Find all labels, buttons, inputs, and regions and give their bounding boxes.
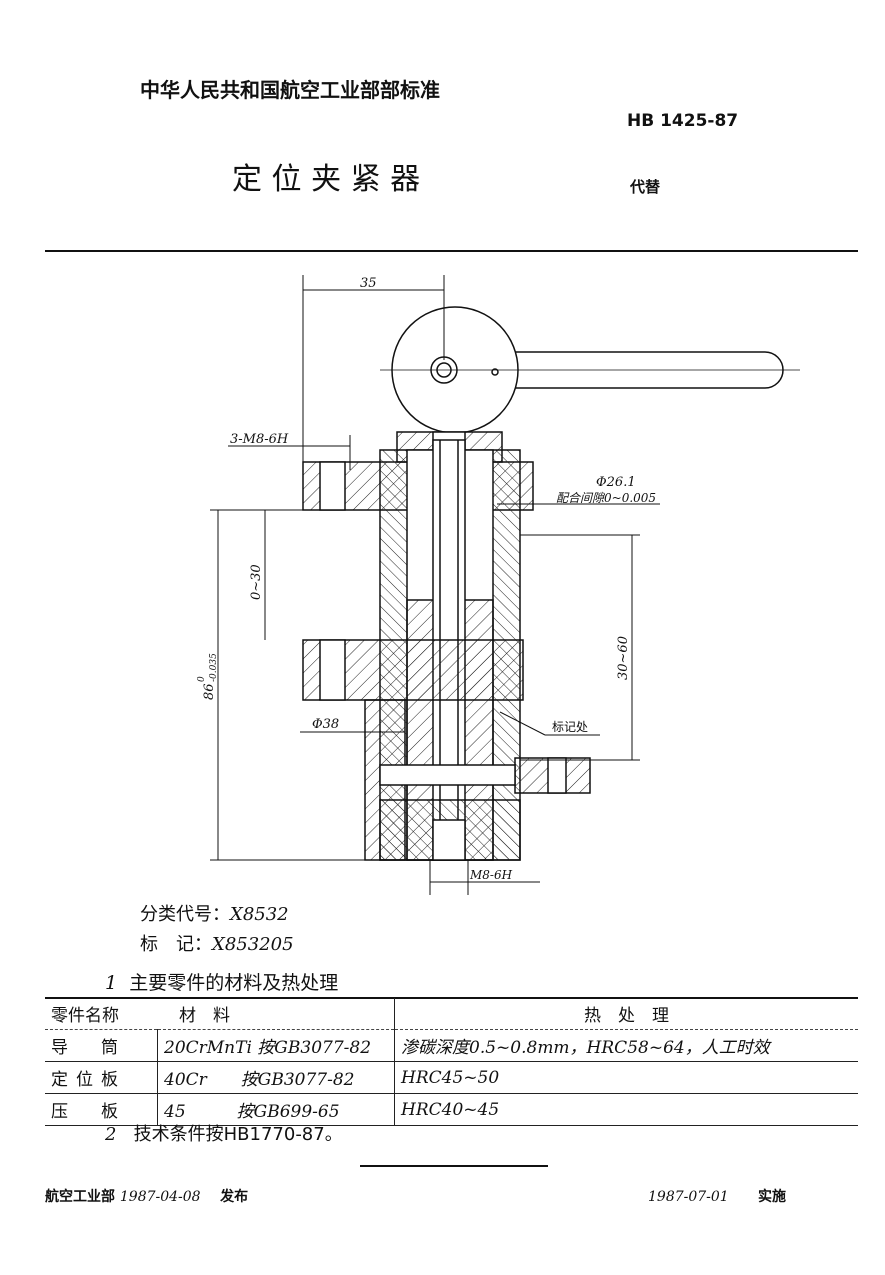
footer-issue: 航空工业部 1987-04-08 发布 [45,1186,248,1206]
code-label: 分类代号： [140,904,230,925]
part-name: 导 筒 [45,1029,158,1062]
effective-word: 实施 [757,1189,786,1205]
section-2-text: 技术条件按HB1770-87。 [133,1124,343,1145]
standard-number: HB 1425-87 [627,111,739,131]
treatment: HRC45~50 [394,1061,858,1094]
section-1-heading: 1 主要零件的材料及热处理 [105,968,338,995]
section-2: 2 技术条件按HB1770-87。 [105,1120,343,1146]
dim-86-label: 86 [202,683,217,700]
issuer: 航空工业部 [45,1189,115,1205]
material: 40Cr 按GB3077-82 [157,1061,395,1094]
section-2-number: 2 [105,1124,117,1145]
part-name: 压 板 [45,1093,158,1126]
mark-value: X853205 [212,934,294,955]
authority: 中华人民共和国航空工业部部标准 [140,78,440,102]
footer-effective: 1987-07-01 实施 [648,1186,786,1206]
fit-clearance-label: 配合间隙0~0.005 [556,491,656,505]
classification-mark: 标 记：X853205 [140,930,294,956]
material: 20CrMnTi 按GB3077-82 [157,1029,395,1062]
end-rule [360,1165,548,1167]
material: 45 按GB699-65 [157,1093,395,1126]
mark-label: 标 记： [140,934,212,955]
dim-86-tol-lower: -0.035 [209,653,219,682]
range-30-60-label: 30~60 [616,636,631,680]
table-header-row: 零件名称 材 料 热 处 理 [45,998,858,1030]
thread-bottom-label: M8-6H [469,868,513,882]
issue-date: 1987-04-08 [119,1189,201,1205]
range-0-30-label: 0~30 [249,564,264,600]
treatment: 渗碳深度0.5~0.8mm，HRC58~64，人工时效 [394,1029,858,1062]
header-rule [45,250,858,252]
dia-26-label: Φ26.1 [596,475,636,490]
effective-date: 1987-07-01 [648,1189,729,1205]
dia-38-label: Φ38 [312,717,339,732]
replaces-label: 代替 [630,178,661,196]
document-title: 定 位 夹 紧 器 [232,162,421,197]
issue-word: 发布 [220,1189,249,1205]
header-treatment: 热 处 理 [394,998,858,1030]
materials-table: 零件名称 材 料 热 处 理 导 筒 20CrMnTi 按GB3077-82 渗碳… [45,998,858,1126]
dim-86-tol-upper: 0 [197,676,207,682]
header-part-material: 零件名称 材 料 [45,998,395,1030]
header-material: 材 料 [179,1006,230,1026]
dim-35: 35 [360,276,377,291]
table-row: 定位板 40Cr 按GB3077-82 HRC45~50 [45,1061,858,1094]
section-1-title: 主要零件的材料及热处理 [129,972,339,994]
part-name: 定位板 [45,1061,158,1094]
marking-location-label: 标记处 [552,720,588,734]
section-1-number: 1 [105,972,118,994]
table-row: 导 筒 20CrMnTi 按GB3077-82 渗碳深度0.5~0.8mm，HR… [45,1029,858,1062]
code-value: X8532 [230,904,289,925]
classification-code: 分类代号：X8532 [140,900,289,926]
table-row: 压 板 45 按GB699-65 HRC40~45 [45,1093,858,1126]
thread-top-label: 3-M8-6H [230,432,289,447]
header-part: 零件名称 [51,1006,119,1026]
technical-drawing: 35 3-M8-6H Φ26.1 配合间隙0~0.005 0~30 86 0 -… [197,275,800,895]
treatment: HRC40~45 [394,1093,858,1126]
